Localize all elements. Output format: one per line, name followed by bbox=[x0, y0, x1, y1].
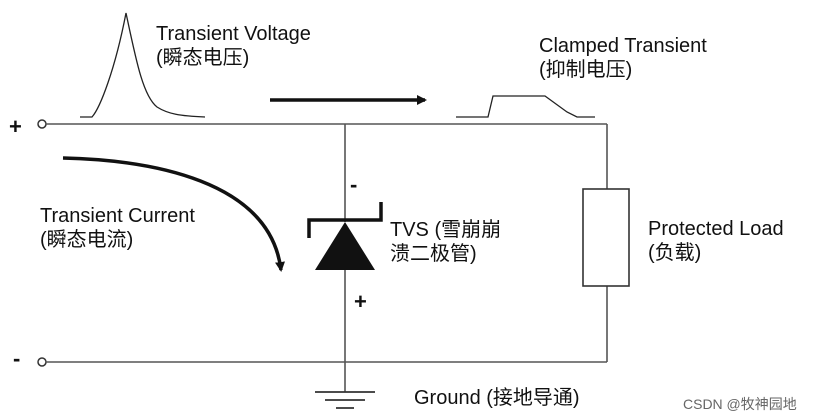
csdn-watermark: CSDN @牧神园地 bbox=[683, 396, 797, 412]
negative-terminal-sign: - bbox=[13, 346, 21, 371]
negative-terminal bbox=[37, 357, 47, 367]
transient-current-label: Transient Current (瞬态电流) bbox=[40, 205, 195, 251]
tvs-anode-sign: + bbox=[354, 289, 367, 314]
ground-label: Ground (接地导通) bbox=[414, 387, 580, 409]
positive-terminal bbox=[37, 119, 47, 129]
transient-voltage-waveform bbox=[80, 12, 206, 118]
tvs-cathode-bar bbox=[307, 202, 383, 238]
tvs-diode-triangle bbox=[315, 222, 375, 270]
protected-load-resistor bbox=[582, 188, 630, 287]
tvs-cathode-sign: - bbox=[350, 172, 358, 197]
clamped-transient-waveform bbox=[456, 95, 595, 118]
clamped-transient-label: Clamped Transient (抑制电压) bbox=[539, 35, 707, 81]
protected-load-label: Protected Load (负载) bbox=[648, 218, 784, 264]
tvs-label: TVS (雪崩崩 溃二极管) bbox=[390, 219, 502, 265]
transient-voltage-label: Transient Voltage (瞬态电压) bbox=[156, 23, 311, 69]
positive-terminal-sign: + bbox=[9, 114, 22, 139]
current-flow-arrow bbox=[62, 156, 285, 272]
